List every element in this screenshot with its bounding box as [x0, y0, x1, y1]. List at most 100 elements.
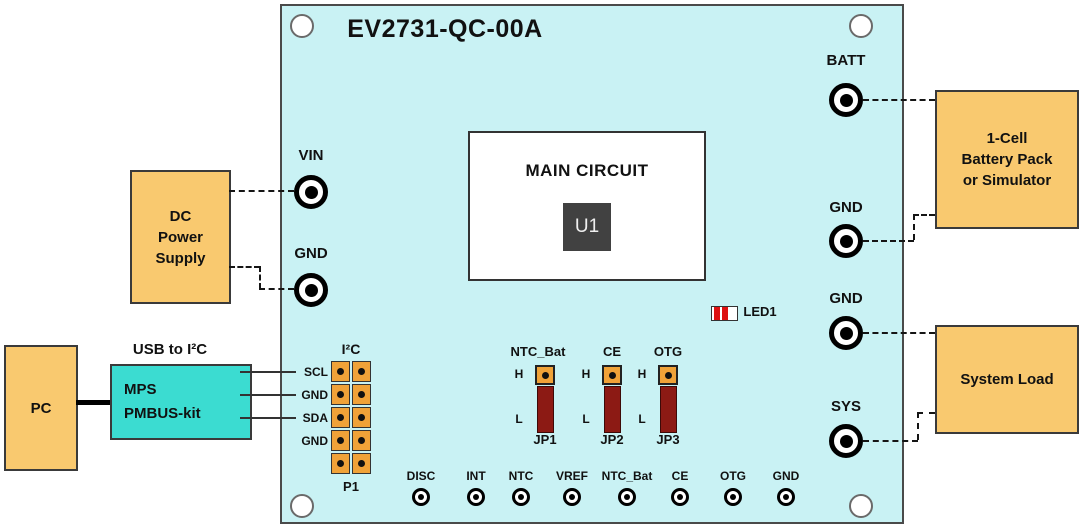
jp2-high-label: H	[581, 367, 591, 381]
terminal-dot	[839, 326, 853, 340]
terminal-dot	[304, 283, 318, 297]
header-pin	[352, 384, 371, 405]
jp2-signal-label: CE	[602, 344, 622, 359]
jp1-high-label: H	[514, 367, 524, 381]
terminal-dot	[839, 93, 853, 107]
jp2-pin	[602, 365, 622, 385]
sys-to-load-dash-v	[917, 412, 919, 440]
gnd-right2-terminal	[829, 316, 863, 350]
jp3-jumper-body	[660, 386, 677, 433]
main-circuit-block: MAIN CIRCUIT U1	[468, 131, 706, 281]
scl-wire	[240, 371, 296, 373]
terminal-dot	[839, 434, 853, 448]
tp-vref	[563, 488, 581, 506]
vin-terminal	[294, 175, 328, 209]
tp-dot	[624, 494, 630, 500]
jp1-pin	[535, 365, 555, 385]
jp2-jumper-body	[604, 386, 621, 433]
mounting-hole-bottom-right	[849, 494, 873, 518]
jp3-pin	[658, 365, 678, 385]
mounting-hole-bottom-left	[290, 494, 314, 518]
gnd2-to-load-dash	[863, 332, 935, 334]
tp-otg-label: OTG	[720, 469, 746, 483]
tp-gnd-label: GND	[772, 469, 800, 483]
gnd-left-terminal-label: GND	[294, 245, 328, 262]
batt-terminal-label: BATT	[826, 52, 866, 69]
terminal-dot	[304, 185, 318, 199]
gnd-left-terminal	[294, 273, 328, 307]
tp-gnd	[777, 488, 795, 506]
tp-disc-label: DISC	[406, 469, 436, 483]
header-pin	[331, 361, 350, 382]
led1-label: LED1	[743, 304, 777, 319]
header-pin	[352, 407, 371, 428]
kit-line-2: PMBUS-kit	[124, 405, 201, 422]
mps-pmbus-kit-box: MPS PMBUS-kit	[110, 364, 252, 440]
tp-int-label: INT	[466, 469, 486, 483]
mounting-hole-top-left	[290, 14, 314, 38]
tp-ntcbat-label: NTC_Bat	[601, 469, 653, 483]
tp-ce	[671, 488, 689, 506]
jp1-low-label: L	[515, 412, 523, 426]
gnd1-to-battery-dash-h1	[863, 240, 914, 242]
tp-dot	[783, 494, 789, 500]
system-load-box: System Load	[935, 325, 1079, 434]
header-pin	[331, 384, 350, 405]
jp3-low-label: L	[638, 412, 646, 426]
gnd-right1-terminal	[829, 224, 863, 258]
sys-terminal	[829, 424, 863, 458]
dc-to-gnd-dash-h2	[259, 288, 294, 290]
gnd1-to-battery-dash-h2	[913, 214, 935, 216]
i2c-header-p1	[331, 361, 371, 474]
terminal-dot	[839, 234, 853, 248]
dc-to-gnd-dash-h1	[229, 266, 260, 268]
usb-to-i2c-label: USB to I²C	[132, 341, 208, 358]
dc-to-vin-dash	[229, 190, 294, 192]
gnd-right2-terminal-label: GND	[829, 290, 863, 307]
tp-disc	[412, 488, 430, 506]
batt-to-battery-dash	[863, 99, 935, 101]
header-pin	[352, 430, 371, 451]
jp1-signal-label: NTC_Bat	[510, 344, 566, 359]
tp-dot	[518, 494, 524, 500]
tp-dot	[418, 494, 424, 500]
jp1-jumper-body	[537, 386, 554, 433]
jp1-designator: JP1	[533, 432, 557, 447]
tp-dot	[677, 494, 683, 500]
header-pin	[331, 407, 350, 428]
pin-label-gnd2: GND	[301, 434, 328, 448]
jp2-low-label: L	[582, 412, 590, 426]
sys-terminal-label: SYS	[830, 398, 862, 415]
pin-label-gnd1: GND	[301, 388, 328, 402]
led1-icon	[711, 306, 738, 321]
header-pin	[352, 361, 371, 382]
vin-terminal-label: VIN	[298, 147, 324, 164]
pin-label-sda: SDA	[302, 411, 328, 425]
jp3-designator: JP3	[656, 432, 680, 447]
mounting-hole-top-right	[849, 14, 873, 38]
i2c-header-title: I²C	[341, 341, 361, 357]
pc-usb-cable	[76, 400, 110, 405]
header-pin	[331, 453, 350, 474]
sys-to-load-dash-h2	[917, 412, 935, 414]
tp-int	[467, 488, 485, 506]
dc-to-gnd-dash-v	[259, 266, 261, 289]
pc-box: PC	[4, 345, 78, 471]
gnd-wire	[240, 394, 296, 396]
tp-otg	[724, 488, 742, 506]
battery-pack-box: 1-Cell Battery Pack or Simulator	[935, 90, 1079, 229]
tp-dot	[569, 494, 575, 500]
sys-to-load-dash-h1	[863, 440, 918, 442]
tp-vref-label: VREF	[555, 469, 589, 483]
i2c-header-designator: P1	[343, 479, 359, 494]
jp3-signal-label: OTG	[653, 344, 683, 359]
main-circuit-title: MAIN CIRCUIT	[525, 161, 649, 180]
header-pin	[331, 430, 350, 451]
gnd-right1-terminal-label: GND	[829, 199, 863, 216]
tp-dot	[473, 494, 479, 500]
u1-chip: U1	[563, 203, 611, 251]
tp-ce-label: CE	[671, 469, 689, 483]
sda-wire	[240, 417, 296, 419]
tp-dot	[730, 494, 736, 500]
